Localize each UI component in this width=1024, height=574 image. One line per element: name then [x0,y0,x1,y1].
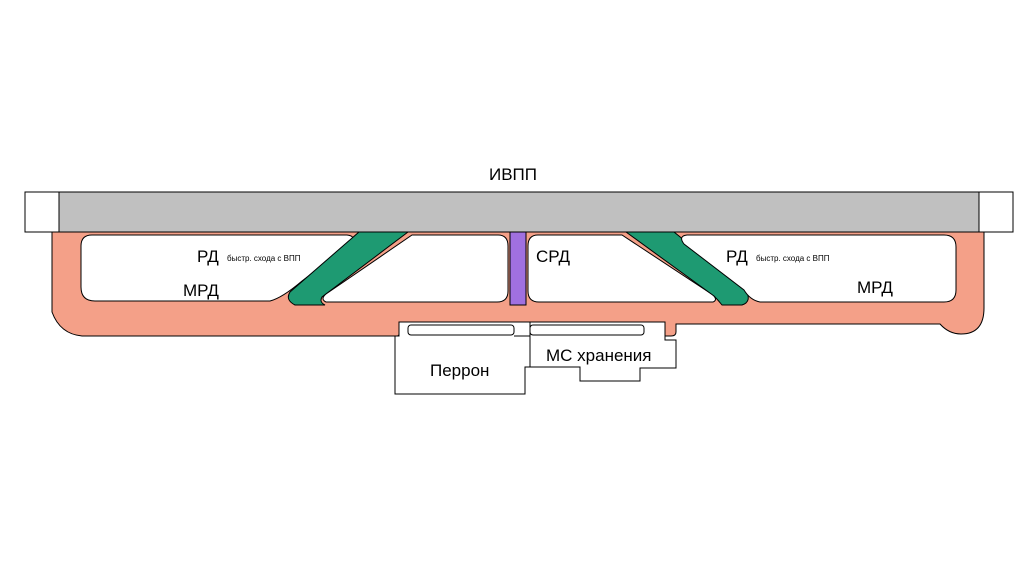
taxiway-block-middle-left [322,234,509,303]
storage-stand-strip [529,324,645,336]
srd-label: СРД [536,247,570,266]
rapid-exit-right-label: РД [726,247,748,266]
taxiway-block-right [681,234,957,303]
storage-area [529,321,677,382]
rapid-exit-taxiway-left [287,231,410,306]
connecting-taxiway [509,231,527,306]
rapid-exit-left-sublabel: быстр. схода с ВПП [227,254,301,263]
runway [58,191,980,233]
apron-stand-strip [407,324,515,336]
runway-label: ИВПП [489,165,537,184]
mrd-left-label: МРД [183,281,219,300]
rapid-exit-left-label: РД [197,247,219,266]
storage-label: МС хранения [546,346,652,365]
apron-label: Перрон [430,361,489,380]
runway-right-end [978,191,1014,233]
runway-left-end [24,191,60,233]
mrd-right-label: МРД [857,278,893,297]
rapid-exit-right-sublabel: быстр. схода с ВПП [756,254,830,263]
taxiway-block-middle-right [527,234,716,303]
